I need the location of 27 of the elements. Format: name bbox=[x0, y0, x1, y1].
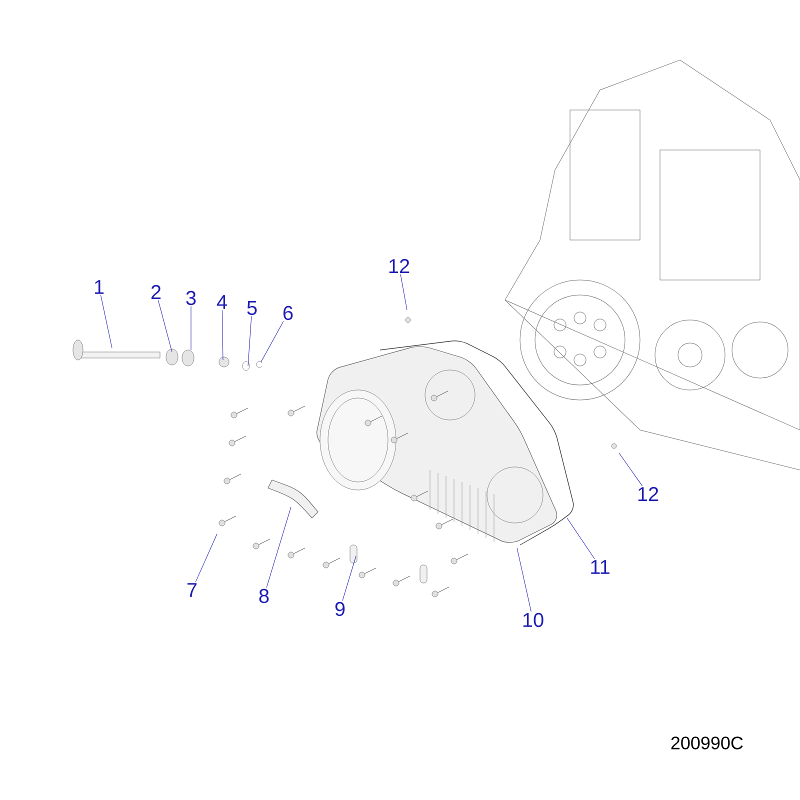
callout-number: 6 bbox=[283, 306, 293, 320]
leader-line bbox=[400, 274, 408, 310]
leader-line bbox=[618, 452, 642, 486]
callout-number: 5 bbox=[247, 301, 257, 315]
leader-line bbox=[248, 316, 252, 366]
callout-number: 10 bbox=[523, 612, 544, 628]
leader-line bbox=[100, 294, 112, 348]
callout-number: 11 bbox=[591, 560, 610, 574]
leader-line bbox=[190, 306, 192, 350]
callout-number: 3 bbox=[186, 290, 196, 306]
leader-line bbox=[566, 518, 595, 560]
callout-number: 7 bbox=[187, 583, 197, 597]
callout-number: 8 bbox=[259, 588, 269, 604]
leader-line bbox=[195, 534, 218, 582]
leader-line bbox=[222, 310, 224, 360]
leader-line bbox=[260, 321, 284, 362]
leader-line bbox=[516, 548, 532, 612]
callout-number: 9 bbox=[335, 602, 345, 616]
callout-number: 4 bbox=[216, 295, 227, 309]
leader-line bbox=[158, 300, 172, 352]
callout-number: 12 bbox=[638, 487, 658, 501]
diagram-number: 200990C bbox=[671, 736, 743, 750]
callout-number: 2 bbox=[151, 285, 161, 299]
leader-line bbox=[342, 556, 356, 601]
callout-number: 12 bbox=[389, 259, 410, 273]
leader-line bbox=[266, 506, 292, 588]
callout-number: 1 bbox=[94, 280, 104, 294]
